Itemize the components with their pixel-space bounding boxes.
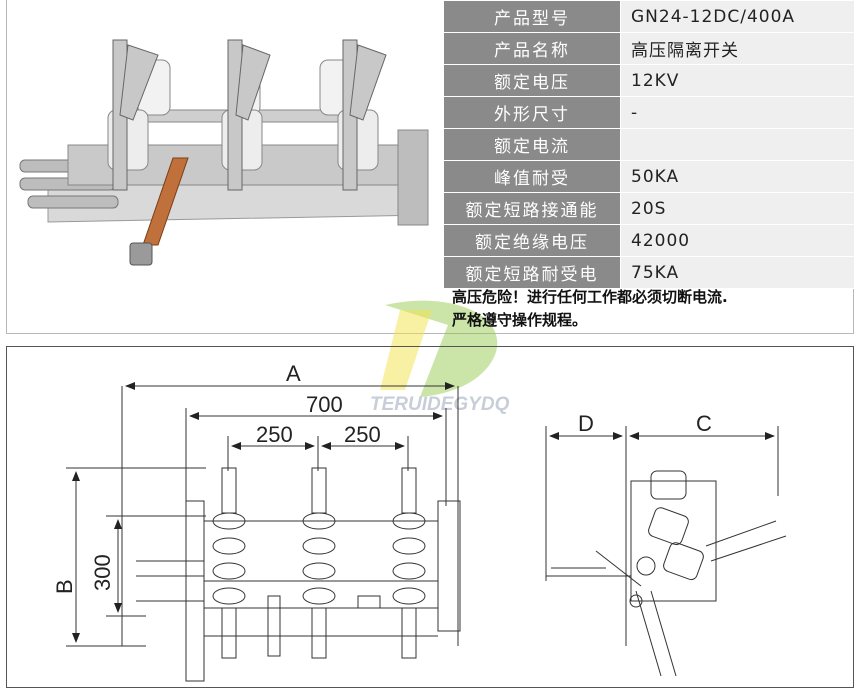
spec-row: 产品名称高压隔离开关	[443, 32, 855, 65]
warning-line-2: 严格遵守操作规程。	[452, 311, 588, 329]
spec-value: GN24-12DC/400A	[620, 0, 855, 33]
spec-label: 额定电流	[443, 128, 621, 161]
spec-label: 峰值耐受	[443, 160, 621, 193]
spec-row: 额定电流	[443, 128, 855, 161]
spec-value: 高压隔离开关	[620, 32, 855, 65]
ground-lug	[129, 242, 153, 266]
dim-label-700: 700	[306, 392, 343, 417]
spec-value: 75KA	[620, 256, 855, 289]
dim-label-d: D	[578, 411, 594, 436]
switch-blades	[112, 39, 387, 191]
dimension-drawing: A 700 250 250 300 B D C	[52, 361, 787, 682]
spec-value: 50KA	[620, 160, 855, 193]
spec-value	[620, 128, 855, 161]
spec-label: 额定短路耐受电	[443, 256, 621, 289]
dim-label-300: 300	[90, 554, 115, 591]
watermark-logo: TERUIDEGYDQ	[370, 300, 510, 415]
spec-label: 额定短路接通能	[443, 192, 621, 225]
spec-label: 额定绝缘电压	[443, 224, 621, 257]
front-insulators	[107, 109, 379, 171]
copper-braid	[142, 157, 189, 246]
dim-label-c: C	[696, 411, 712, 436]
spec-row: 外形尺寸-	[443, 96, 855, 129]
spec-value: 42000	[620, 224, 855, 257]
watermark-text: TERUIDEGYDQ	[370, 394, 510, 415]
spec-value: 12KV	[620, 64, 855, 97]
warning-line-1: 高压危险！进行任何工作都必须切断电流.	[452, 288, 728, 306]
spec-label: 额定电压	[443, 64, 621, 97]
spec-label: 产品名称	[443, 32, 621, 65]
dim-label-250-right: 250	[344, 422, 381, 447]
dim-label-250-left: 250	[256, 422, 293, 447]
spec-label: 产品型号	[443, 0, 621, 33]
dim-label-b: B	[52, 579, 77, 594]
side-plate	[397, 129, 429, 226]
dim-label-a: A	[286, 361, 301, 386]
product-photo	[19, 39, 429, 266]
shaft-3	[27, 195, 119, 209]
safety-warning: 高压危险！进行任何工作都必须切断电流. 严格遵守操作规程。	[452, 286, 852, 332]
spec-value: 20S	[620, 192, 855, 225]
spec-label: 外形尺寸	[443, 96, 621, 129]
spec-value: -	[620, 96, 855, 129]
